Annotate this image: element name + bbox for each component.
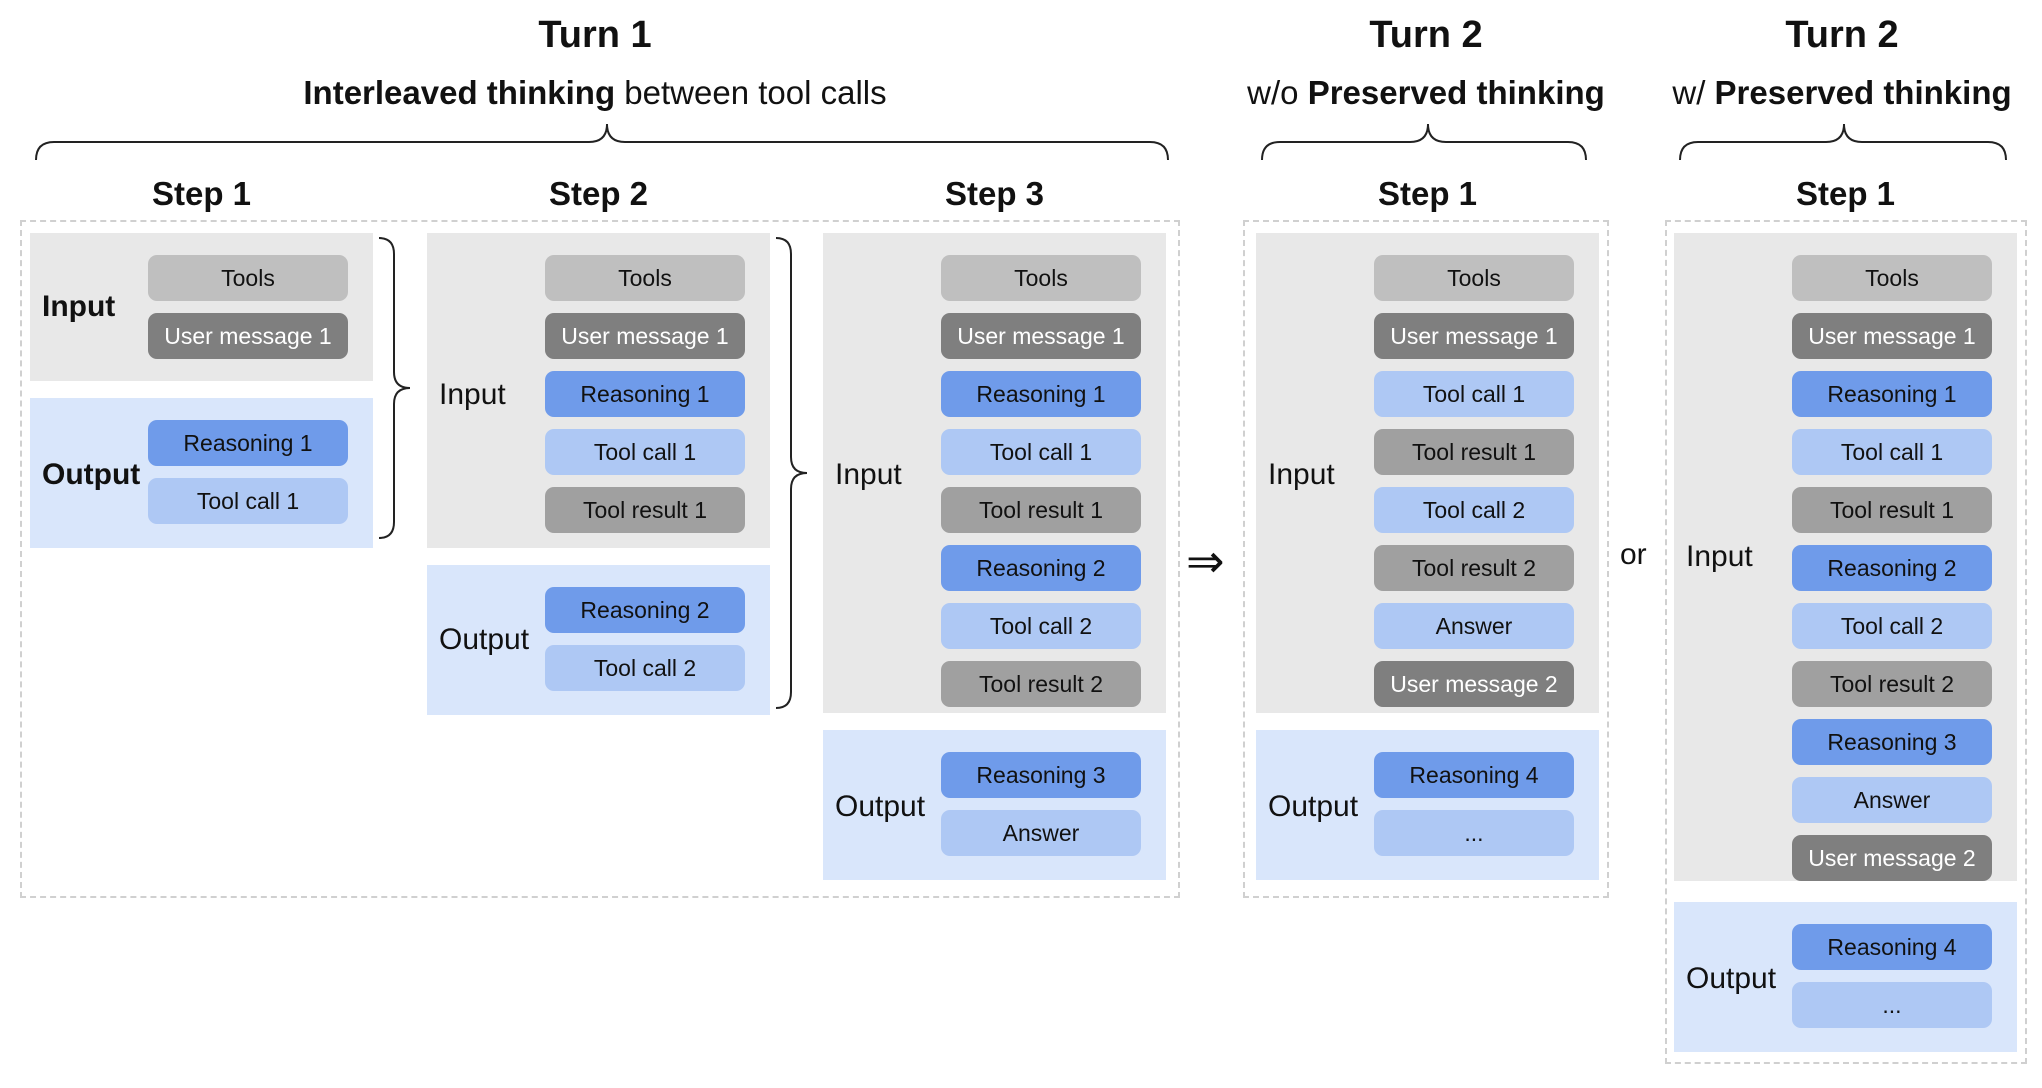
- turn1-subtitle-rest: between tool calls: [615, 74, 887, 111]
- turn2-with-overbrace: [1679, 123, 2007, 161]
- input-item-tools: Tools: [1792, 255, 1992, 301]
- input-item-reason: Reasoning 3: [1792, 719, 1992, 765]
- input-item-call: Tool call 2: [1792, 603, 1992, 649]
- output-item-call: ...: [1374, 810, 1574, 856]
- turn2-with-frame: [1665, 220, 2027, 1064]
- input-label: Input: [1686, 540, 1753, 573]
- turn2-with-title: Turn 2: [1785, 14, 1899, 56]
- input-item-result: Tool result 2: [1792, 661, 1992, 707]
- input-item-user: User message 1: [545, 313, 745, 359]
- output-item-call: Tool call 2: [545, 645, 745, 691]
- step-label: Step 3: [944, 175, 1045, 212]
- step-label: Step 2: [548, 175, 649, 212]
- input-item-reason: Reasoning 1: [545, 371, 745, 417]
- output-label: Output: [835, 790, 926, 823]
- output-item-reason: Reasoning 4: [1374, 752, 1574, 798]
- output-item-reason: Reasoning 3: [941, 752, 1141, 798]
- turn2-without-title: Turn 2: [1369, 14, 1483, 56]
- input-item-call: Tool call 1: [1374, 371, 1574, 417]
- turn2-without-subtitle-pre: w/o: [1247, 74, 1308, 111]
- output-label: Output: [439, 623, 530, 656]
- step2-right-brace: [775, 237, 808, 709]
- output-item-reason: Reasoning 2: [545, 587, 745, 633]
- input-item-result: Tool result 2: [941, 661, 1141, 707]
- arrow-icon: ⇒: [1186, 535, 1225, 587]
- input-item-result: Tool result 1: [1374, 429, 1574, 475]
- input-item-user: User message 1: [941, 313, 1141, 359]
- turn2-without-subtitle-bold: Preserved thinking: [1307, 74, 1605, 111]
- output-label: Output: [1268, 790, 1359, 823]
- input-item-call: Tool call 1: [1792, 429, 1992, 475]
- output-label: Output: [42, 458, 141, 491]
- input-item-call: Tool call 2: [1374, 487, 1574, 533]
- step-label: Step 1: [151, 175, 252, 212]
- output-label: Output: [1686, 962, 1777, 995]
- input-item-user: User message 2: [1792, 835, 1992, 881]
- input-label: Input: [439, 378, 506, 411]
- input-item-user: User message 1: [148, 313, 348, 359]
- turn1-subtitle-bold: Interleaved thinking: [303, 74, 616, 111]
- input-item-result: Tool result 1: [941, 487, 1141, 533]
- turn1-subtitle: Interleaved thinking between tool calls: [250, 74, 940, 112]
- input-item-reason: Reasoning 1: [1792, 371, 1992, 417]
- input-item-call: Tool call 2: [941, 603, 1141, 649]
- turn1-title: Turn 1: [538, 14, 652, 56]
- input-item-user: User message 2: [1374, 661, 1574, 707]
- input-item-result: Tool result 1: [545, 487, 745, 533]
- input-label: Input: [1268, 458, 1335, 491]
- turn2-with-subtitle: w/ Preserved thinking: [1647, 74, 2037, 112]
- input-item-reason: Reasoning 2: [1792, 545, 1992, 591]
- turn2-with-subtitle-pre: w/: [1672, 74, 1715, 111]
- input-item-tools: Tools: [545, 255, 745, 301]
- output-item-call: Tool call 1: [148, 478, 348, 524]
- output-item-reason: Reasoning 4: [1792, 924, 1992, 970]
- output-item-reason: Reasoning 1: [148, 420, 348, 466]
- turn1-overbrace: [35, 123, 1169, 161]
- input-item-answer: Answer: [1374, 603, 1574, 649]
- input-label: Input: [835, 458, 902, 491]
- step1-right-brace: [378, 237, 411, 539]
- or-label: or: [1620, 538, 1647, 571]
- turn1-frame: [20, 220, 1180, 898]
- input-item-tools: Tools: [941, 255, 1141, 301]
- input-item-call: Tool call 1: [941, 429, 1141, 475]
- step-label: Step 1: [1377, 175, 1478, 212]
- input-label: Input: [42, 290, 116, 323]
- input-item-answer: Answer: [1792, 777, 1992, 823]
- turn2-with-subtitle-bold: Preserved thinking: [1714, 74, 2012, 111]
- step-label: Step 1: [1795, 175, 1896, 212]
- input-item-tools: Tools: [1374, 255, 1574, 301]
- turn2-without-subtitle: w/o Preserved thinking: [1216, 74, 1636, 112]
- input-item-result: Tool result 1: [1792, 487, 1992, 533]
- turn2-without-overbrace: [1261, 123, 1587, 161]
- output-item-answer: Answer: [941, 810, 1141, 856]
- input-item-tools: Tools: [148, 255, 348, 301]
- input-item-result: Tool result 2: [1374, 545, 1574, 591]
- input-item-reason: Reasoning 1: [941, 371, 1141, 417]
- input-item-call: Tool call 1: [545, 429, 745, 475]
- input-item-user: User message 1: [1792, 313, 1992, 359]
- turn2-without-frame: [1243, 220, 1609, 898]
- input-item-user: User message 1: [1374, 313, 1574, 359]
- input-item-reason: Reasoning 2: [941, 545, 1141, 591]
- output-item-call: ...: [1792, 982, 1992, 1028]
